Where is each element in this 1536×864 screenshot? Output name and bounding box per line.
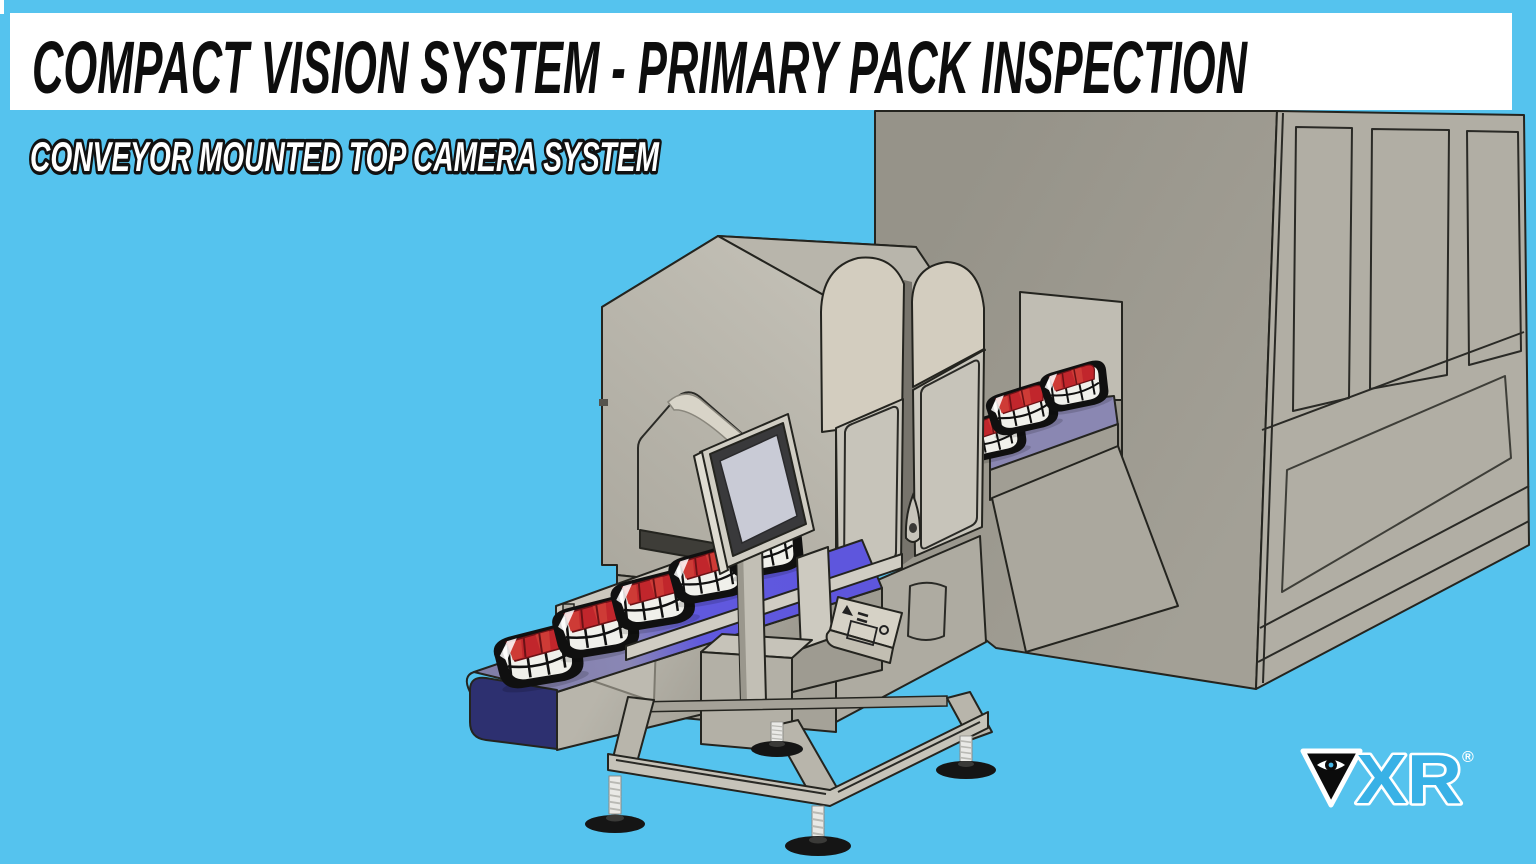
- title-banner: COMPACT VISION SYSTEM - PRIMARY PACK INS…: [0, 0, 1512, 110]
- background-machine-corner-edge: [1262, 112, 1284, 684]
- screen-display: [719, 433, 798, 545]
- logo-registered-mark: ®: [1462, 749, 1474, 766]
- hmi-screen: [693, 413, 815, 575]
- base-frame: [585, 691, 996, 856]
- leveling-foot: [785, 805, 851, 856]
- background-machine-right-face: [1255, 110, 1530, 690]
- slide-subtitle: CONVEYOR MOUNTED TOP CAMERA SYSTEM: [30, 133, 660, 180]
- frame-rail: [607, 711, 989, 807]
- leveling-foot: [585, 775, 645, 833]
- screen-side-edge: [693, 451, 729, 575]
- door-gap: [901, 280, 915, 566]
- banner-corner-notch: [0, 0, 4, 14]
- outfeed-conveyor: [984, 291, 1179, 653]
- under-body-panel-outline: [907, 581, 947, 641]
- camera-cover-1: [820, 256, 905, 433]
- logo-letters: XR: [1356, 740, 1462, 818]
- gable-latch: [599, 399, 608, 406]
- keypad-screen: [845, 619, 879, 647]
- keypad-dial: [879, 625, 889, 635]
- leveling-foot: [751, 721, 803, 757]
- hmi-station: [693, 413, 903, 753]
- vxr-logo: XR ®: [1300, 738, 1474, 821]
- outfeed-stand: [991, 445, 1179, 653]
- keypad-button: [842, 605, 853, 616]
- control-keypad: [825, 596, 903, 664]
- screen-post-edge: [737, 548, 747, 704]
- logo-eye-pupil: [1328, 762, 1334, 768]
- camera-cover-2: [911, 261, 985, 388]
- leveling-foot: [936, 735, 996, 779]
- background-machine-panels: [1257, 126, 1530, 663]
- slide-title: COMPACT VISION SYSTEM - PRIMARY PACK INS…: [32, 26, 1248, 109]
- keypad-front: [825, 629, 894, 664]
- banner-background: [10, 13, 1512, 110]
- belt-rounded-end: [465, 671, 475, 693]
- logo-v-triangle-icon: [1300, 748, 1363, 808]
- conveyor-end-cap: [469, 676, 558, 750]
- keypad-slots: [856, 611, 869, 624]
- door-handle-knob: [909, 523, 917, 533]
